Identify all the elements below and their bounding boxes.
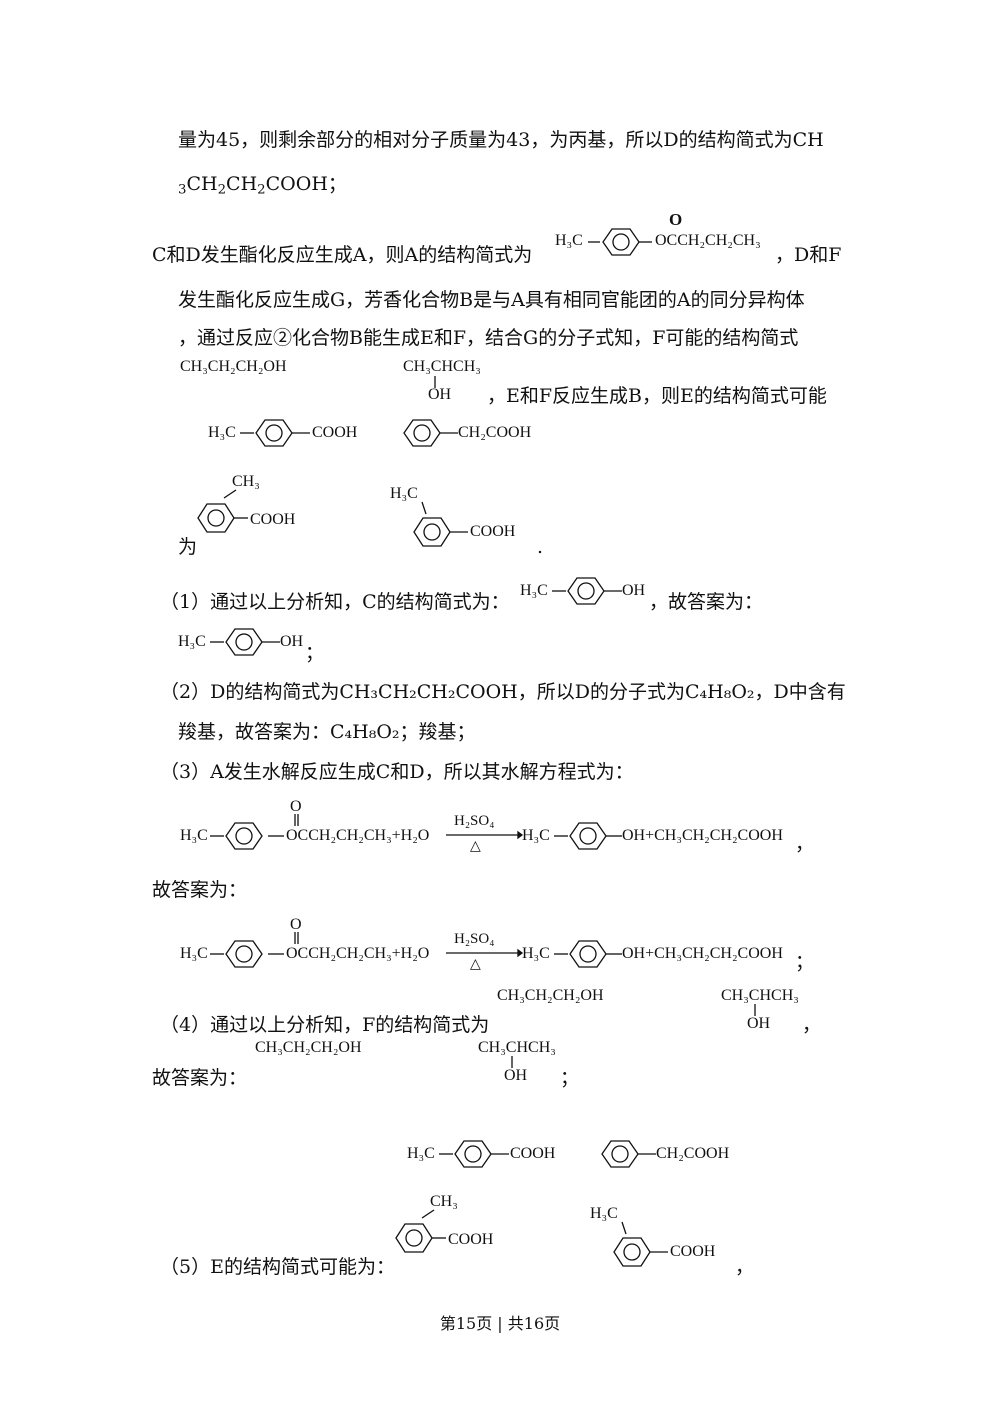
h3c-label: H₃C [522,945,550,962]
text-line-6: ，E和F反应生成B，则E的结构简式可能 [487,385,827,407]
bond-line-icon [754,1004,756,1016]
carbonyl-o: O [290,916,302,933]
lhs-tail: OCCH₂CH₂CH₃+H₂O [286,827,430,844]
benzene-ring-icon [413,501,468,547]
h3c-label: H₃C [520,582,548,599]
oh-label: OH [504,1067,528,1084]
bond-line-icon [511,1056,513,1068]
h3c-label: H₃C [555,232,583,249]
h3c-label: H₃C [590,1205,618,1222]
benzene-ring-icon [552,577,622,605]
rhs-tail: OH+CH₃CH₂CH₂COOH [622,827,783,844]
text-line-4: 发生酯化反应生成G，芳香化合物B是与A具有相同官能团的A的同分异构体 [178,289,805,311]
propanol-formula: CH₃CH₂CH₂OH [180,358,287,375]
ch3-label: CH₃ [430,1193,458,1210]
lhs-tail: OCCH₂CH₂CH₃+H₂O [286,945,430,962]
catalyst-label: H₂SO₄ [454,813,495,829]
ch3-label: CH₃ [232,473,260,490]
isopropanol-formula: CH₃CHCH₃ [478,1039,556,1056]
double-bond-icon [294,932,299,944]
benzene-ring-icon [240,419,310,447]
h3c-label: H₃C [208,424,236,441]
oh-label: OH [280,633,304,650]
oh-label: OH [622,582,646,599]
q1-text: （1）通过以上分析知，C的结构简式为： [160,591,510,613]
double-bond-icon [294,814,299,826]
h3c-label: H₃C [180,827,208,844]
benzene-ring-icon [210,822,284,850]
text-line-5: ，通过反应②化合物B能生成E和F，结合G的分子式知，F可能的结构简式 [178,327,799,349]
comma: ， [795,833,815,855]
comma: ， [802,1014,822,1036]
benzene-ring-icon [613,1221,668,1267]
text-line-1: 量为45，则剩余部分的相对分子质量为43，为丙基，所以D的结构简式为CH [178,129,824,151]
q1-answer-label: ，故答案为： [649,591,764,613]
text-line-7: 为 [178,536,198,558]
semicolon: ； [305,642,325,664]
text-line-3b: ，D和F [775,244,842,266]
cooh-label: COOH [470,523,516,540]
ch2cooh-label: CH₂COOH [458,424,532,441]
cooh-label: COOH [670,1243,716,1260]
q3-text: （3）A发生水解反应生成C和D，所以其水解方程式为： [160,761,634,783]
heat-symbol: △ [470,839,481,854]
isopropanol-formula: CH₃CHCH₃ [403,358,481,375]
cooh-label: COOH [250,511,296,528]
q4-text: （4）通过以上分析知，F的结构简式为 [160,1014,490,1036]
benzene-ring-icon [395,1209,446,1253]
carbonyl-o: O [669,210,683,229]
isopropanol-formula: CH₃CHCH₃ [721,987,799,1004]
cooh-label: COOH [312,424,358,441]
benzene-ring-icon [588,228,652,256]
oh-label: OH [428,386,452,403]
h3c-label: H₃C [522,827,550,844]
h3c-label: H₃C [407,1145,435,1162]
cooh-label: COOH [510,1145,556,1162]
benzene-ring-icon [601,1140,656,1168]
ch2cooh-label: CH₂COOH [656,1145,730,1162]
q2-text-1: （2）D的结构简式为CH₃CH₂CH₂COOH，所以D的分子式为C₄H₈O₂，D… [160,681,846,703]
carbonyl-o: O [290,798,302,815]
h3c-label: H₃C [180,945,208,962]
reaction-arrow-icon [446,948,524,958]
heat-symbol: △ [470,957,481,972]
semicolon: ； [795,951,815,973]
comma: ， [735,1256,755,1278]
h3c-label: H₃C [178,633,206,650]
ester-tail: OCCH₂CH₂CH₃ [655,232,761,249]
propanol-formula: CH₃CH₂CH₂OH [497,987,604,1004]
period: . [537,536,544,558]
bond-line-icon [434,376,436,388]
benzene-ring-icon [403,419,458,447]
text-line-3a: C和D发生酯化反应生成A，则A的结构简式为 [152,244,533,266]
text-line-2: 3CH2CH2COOH； [178,173,347,198]
benzene-ring-icon [210,628,280,656]
benzene-ring-icon [210,940,284,968]
oh-label: OH [747,1015,771,1032]
propanol-formula: CH₃CH₂CH₂OH [255,1039,362,1056]
benzene-ring-icon [197,489,248,533]
q3-answer-label: 故答案为： [152,879,248,901]
q5-text: （5）E的结构简式可能为： [160,1256,395,1278]
catalyst-label: H₂SO₄ [454,931,495,947]
rhs-tail: OH+CH₃CH₂CH₂COOH [622,945,783,962]
benzene-ring-icon [554,822,622,850]
benzene-ring-icon [554,940,622,968]
benzene-ring-icon [439,1140,509,1168]
cooh-label: COOH [448,1231,494,1248]
semicolon: ； [560,1067,580,1089]
reaction-arrow-icon [446,830,524,840]
q4-answer-label: 故答案为： [152,1067,248,1089]
h3c-label: H₃C [390,485,418,502]
page-footer: 第15页 | 共16页 [439,1314,561,1333]
q2-text-2: 羧基，故答案为：C₄H₈O₂；羧基； [178,721,476,743]
